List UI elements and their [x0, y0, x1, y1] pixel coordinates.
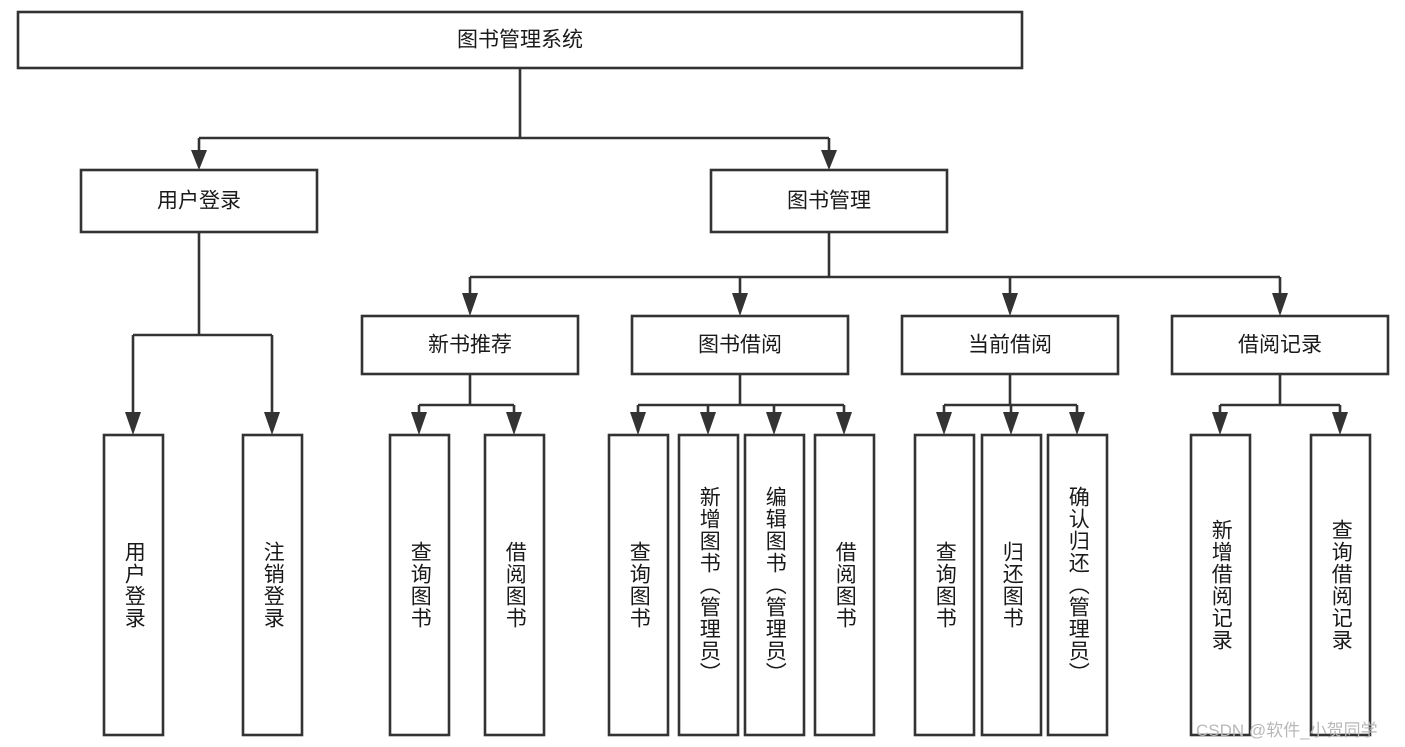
node-root[interactable] — [16, 10, 1024, 70]
connector-group-borrow-record — [1212, 374, 1348, 435]
arrowhead-leaf-nbr-0 — [411, 412, 427, 435]
arrowhead-leaf-br-1 — [1332, 412, 1348, 435]
arrowhead-leaf-br-0 — [1212, 412, 1228, 435]
leaf-box-nbr-0[interactable] — [388, 433, 451, 737]
leaf-box-nbr-1[interactable] — [483, 433, 546, 737]
leaf-box-bb-0[interactable] — [607, 433, 670, 737]
leaf-box-br-1[interactable] — [1309, 433, 1372, 737]
arrowhead-leaf-nbr-1 — [506, 412, 522, 435]
node-new-book-recommend-label: 新书推荐 — [428, 334, 512, 357]
arrowhead-leaf-user-login-0 — [125, 412, 141, 435]
arrowhead-book-manage — [821, 150, 837, 170]
connector-group-book-manage — [462, 232, 1288, 316]
arrowhead-borrow-record — [1272, 293, 1288, 316]
node-borrow-record-label: 借阅记录 — [1238, 334, 1322, 357]
node-root-label: 图书管理系统 — [457, 29, 583, 52]
node-current-borrow-label: 当前借阅 — [968, 334, 1052, 357]
leaf-box-br-0[interactable] — [1189, 433, 1252, 737]
arrowhead-user-login — [191, 150, 207, 170]
node-borrow-record[interactable] — [1170, 314, 1390, 376]
leaf-box-cb-0[interactable] — [913, 433, 976, 737]
csdn-watermark: CSDN @软件_小贺同学 — [1196, 721, 1378, 740]
arrowhead-book-borrow — [732, 293, 748, 316]
leaf-box-bb-1[interactable] — [677, 433, 740, 737]
node-book-borrow[interactable] — [630, 314, 850, 376]
node-book-borrow-label: 图书借阅 — [698, 334, 782, 357]
node-book-manage[interactable] — [709, 168, 949, 234]
connector-group-current-borrow — [936, 374, 1085, 435]
leaf-box-user-login-0[interactable] — [102, 433, 165, 737]
node-user-login[interactable] — [79, 168, 319, 234]
node-user-login-label: 用户登录 — [157, 190, 241, 213]
leaf-box-bb-2[interactable] — [743, 433, 806, 737]
connector-group-root — [191, 68, 837, 170]
arrowhead-leaf-cb-0 — [936, 412, 952, 435]
arrowhead-leaf-bb-3 — [836, 412, 852, 435]
arrowhead-leaf-cb-1 — [1003, 412, 1019, 435]
node-current-borrow[interactable] — [900, 314, 1120, 376]
arrowhead-current-borrow — [1002, 293, 1018, 316]
connector-group-user-login — [125, 232, 280, 435]
node-new-book-recommend[interactable] — [360, 314, 580, 376]
arrowhead-leaf-bb-2 — [766, 412, 782, 435]
leaf-box-cb-1[interactable] — [980, 433, 1043, 737]
leaf-box-bb-3[interactable] — [813, 433, 876, 737]
connector-group-book-borrow — [630, 374, 852, 435]
arrowhead-leaf-bb-0 — [630, 412, 646, 435]
arrowhead-leaf-user-login-1 — [264, 412, 280, 435]
arrowhead-leaf-bb-1 — [700, 412, 716, 435]
connector-group-new-book-recommend — [411, 374, 522, 435]
arrowhead-leaf-cb-2 — [1069, 412, 1085, 435]
arrowhead-new-book-recommend — [462, 293, 478, 316]
leaf-box-cb-2[interactable] — [1046, 433, 1109, 737]
leaf-box-user-login-1[interactable] — [241, 433, 304, 737]
node-book-manage-label: 图书管理 — [787, 190, 871, 213]
